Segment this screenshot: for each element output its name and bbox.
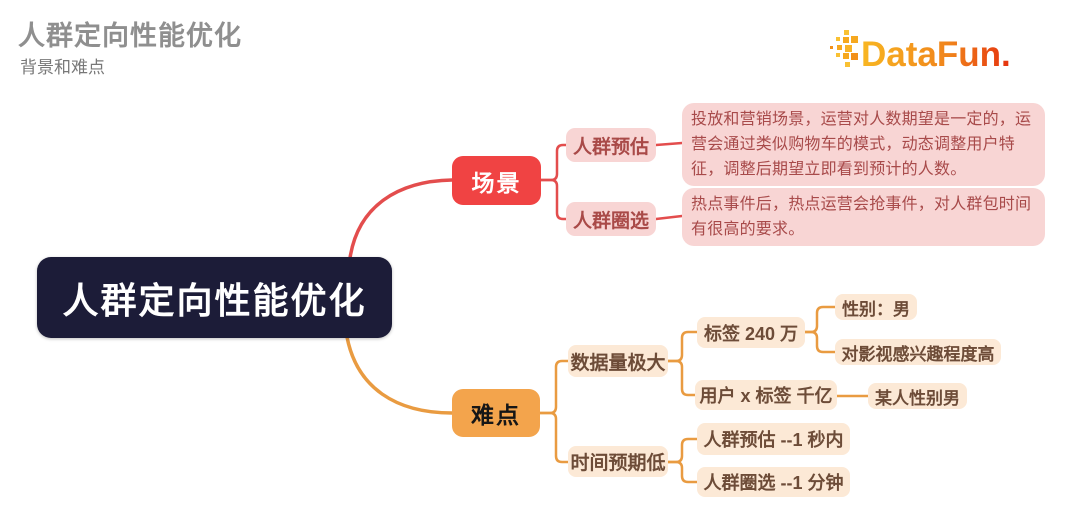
node-user-x-tag: 用户 x 标签 千亿: [695, 380, 837, 410]
node-crowd-estimate: 人群预估: [566, 128, 656, 162]
node-tags-240w: 标签 240 万: [697, 317, 805, 348]
elbow-datavolume-usertag: [666, 359, 697, 397]
node-select-1minute: 人群圈选 --1 分钟: [697, 467, 850, 497]
node-data-volume: 数据量极大: [568, 345, 668, 377]
datafun-logo: DataFun.: [830, 30, 1011, 74]
page-title: 人群定向性能优化: [18, 21, 242, 51]
node-gender-male: 性别：男: [835, 294, 917, 320]
elbow-scene-select: [539, 178, 568, 221]
datafun-logo-text: DataFun.: [861, 35, 1011, 74]
elbow-diff-timeexpect: [538, 411, 570, 464]
curve-root-to-scene: [348, 178, 454, 260]
datafun-logo-pixels: [830, 30, 858, 67]
desc-crowd-estimate: 投放和营销场景，运营对人数期望是一定的，运 营会通过类似购物车的模式，动态调整用…: [682, 103, 1045, 186]
elbow-diff-datavolume: [538, 359, 570, 415]
page-subtitle: 背景和难点: [20, 58, 105, 77]
node-estimate-1second: 人群预估 --1 秒内: [697, 423, 850, 455]
elbow-timeexpect-select: [666, 460, 699, 484]
curve-root-to-difficulty: [345, 335, 454, 415]
elbow-timeexpect-estimate: [666, 437, 699, 464]
branch-difficulty: 难点: [452, 389, 540, 437]
root-node: 人群定向性能优化: [37, 257, 392, 338]
desc-crowd-select: 热点事件后，热点运营会抢事件，对人群包时间 有很高的要求。: [682, 188, 1045, 246]
branch-scene: 场景: [452, 156, 541, 205]
elbow-tags-movie: [803, 330, 837, 354]
node-movie-interest: 对影视感兴趣程度高: [835, 339, 1001, 365]
line-estimate-desc: [654, 141, 684, 147]
elbow-scene-estimate: [539, 143, 568, 182]
elbow-tags-gender: [803, 305, 837, 334]
elbow-datavolume-tags: [666, 330, 699, 363]
node-crowd-select: 人群圈选: [566, 202, 656, 236]
node-someone-male: 某人性别男: [868, 383, 967, 409]
line-select-desc: [654, 214, 684, 221]
node-time-expectation: 时间预期低: [568, 446, 668, 477]
